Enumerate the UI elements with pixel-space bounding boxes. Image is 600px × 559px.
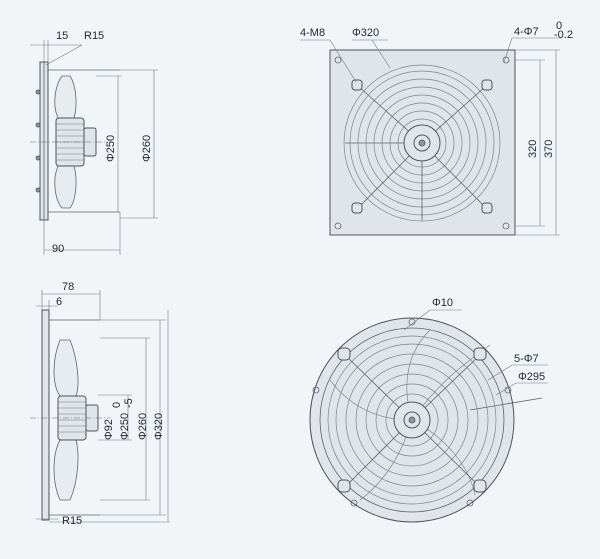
dim-holes-label: 5-Φ7 [514,353,539,365]
power-cable [469,397,543,411]
dim-flange-label: 15 [56,30,68,42]
mounting-ring [41,309,50,521]
fan-blade-upper [54,75,77,119]
dim-tol-lower-label: -0.2 [554,29,573,41]
dim-radius-label: R15 [84,30,104,42]
fan-blade-lower [54,165,77,209]
support-arms [351,79,493,214]
dim-flange-label-2: 6 [56,296,62,308]
side-view-bottom: 78 6 Φ92 Φ250 0 -5 Φ260 Φ320 R15 [30,281,170,527]
ring-holes [312,318,512,507]
fan-blade-upper-2 [53,339,79,397]
front-view-bottom: Φ10 5-Φ7 Φ295 [309,297,548,523]
dim-dia-outer-label: Φ260 [141,135,153,162]
dim-depth-label-2: 78 [62,281,74,293]
dim-corner-holes-label: 4-Φ7 [514,26,539,38]
dim-wire-label: Φ10 [432,297,453,309]
dim-motor-dia-label: Φ92 [103,419,115,440]
dim-plate-size-label: 370 [543,140,555,158]
dim-dia-outer-label-2: Φ320 [153,413,165,440]
side-view-top: 15 R15 Φ250 Φ260 90 [30,30,158,255]
dim-tol-upper-label: 0 [556,20,562,32]
dim-dia-mid-label: Φ260 [137,413,149,440]
dim-dia-inner-label: Φ250 [105,135,117,162]
dim-pcd-label: Φ295 [518,371,545,383]
dim-tol-upper-label-2: 0 [111,402,123,408]
plate-bolts [35,89,41,193]
dim-mount-holes-label: 4-M8 [300,27,325,39]
dim-depth-label: 90 [52,243,64,255]
grill-rings-2 [327,335,497,505]
dim-radius-label-2: R15 [62,515,82,527]
corner-holes [334,56,510,230]
arm-ends-2 [337,347,487,493]
dim-grill-dia-label: Φ320 [352,27,379,39]
dim-hole-spacing-label: 320 [527,140,539,158]
dim-tol-lower-label-2: -5 [123,398,135,408]
dim-dia-inner-label-2: Φ250 [119,413,131,440]
front-view-top: 4-M8 Φ320 4-Φ7 0 -0.2 320 370 [300,20,573,236]
fan-blade-lower-2 [53,439,79,501]
